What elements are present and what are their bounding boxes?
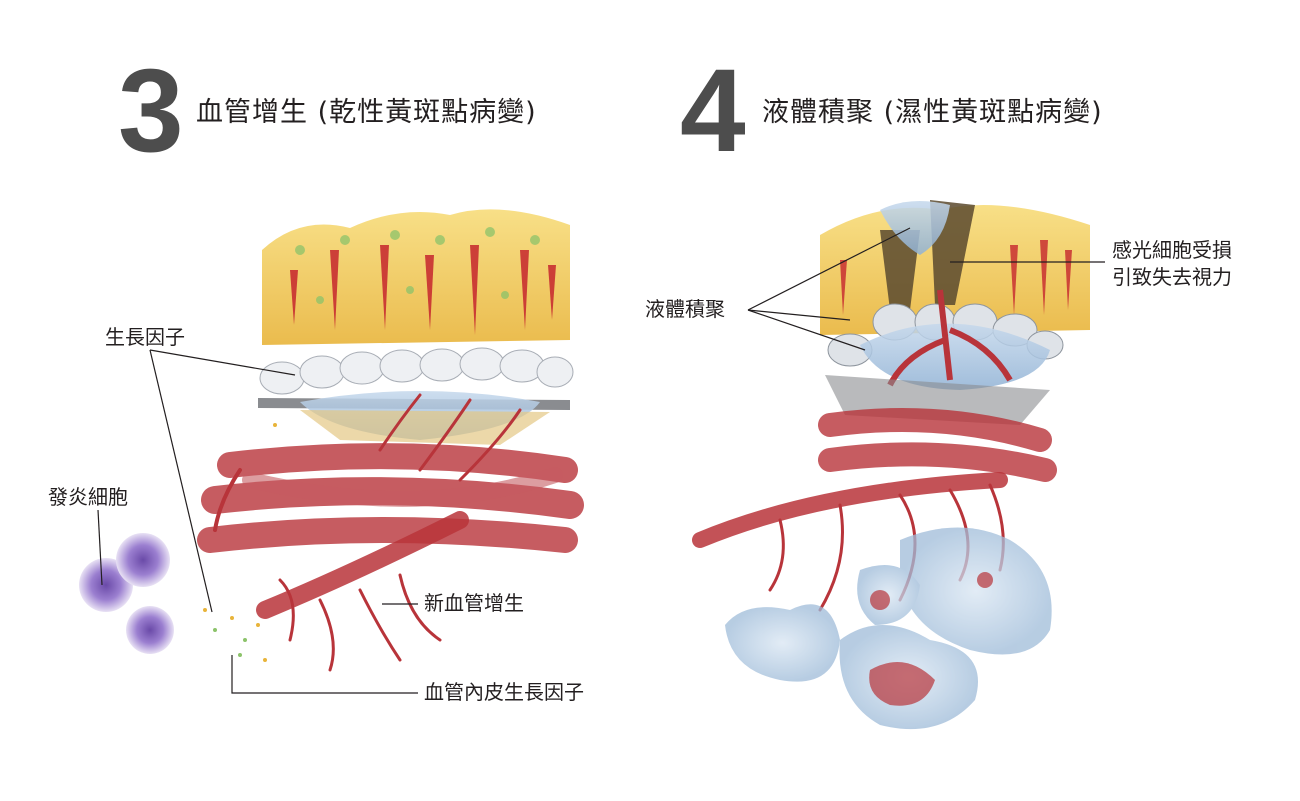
panel3-retina [79,209,584,694]
panel3-growth-factor-dots [203,423,277,662]
label-photoreceptor-damage-line1: 感光細胞受損 [1112,238,1232,262]
panel3-leader-lines [97,349,418,694]
panel3-title: 血管增生 (乾性黃斑點病變) [196,97,537,128]
label-photoreceptor-damage-line2: 引致失去視力 [1112,265,1232,289]
panel4-retina [692,200,1105,730]
label-inflammatory-cells: 發炎細胞 [48,485,128,509]
panel4-fluid-leakage [725,527,1052,730]
panel3-choroid-vessels [197,443,584,553]
label-growth-factor: 生長因子 [105,325,185,349]
label-vegf: 血管內皮生長因子 [424,680,584,704]
panel3-photoreceptor-nuclei [295,227,540,304]
panel4-leader-lines [747,227,1105,351]
panel3-number: 3 [118,45,184,177]
panel4-choroid-vessels [818,408,1057,482]
panel3-new-vessels [213,393,522,672]
label-fluid: 液體積聚 [645,297,725,321]
panel3-inflammatory-cells [79,533,174,654]
label-new-vessels: 新血管增生 [424,591,524,615]
panel3-photoreceptor-cones [290,245,556,335]
panel4-hemorrhage [869,572,993,706]
panel4-title: 液體積聚 (濕性黃斑點病變) [762,97,1103,128]
panel3-rpe-cells [259,347,574,395]
panel4-number: 4 [680,45,746,177]
